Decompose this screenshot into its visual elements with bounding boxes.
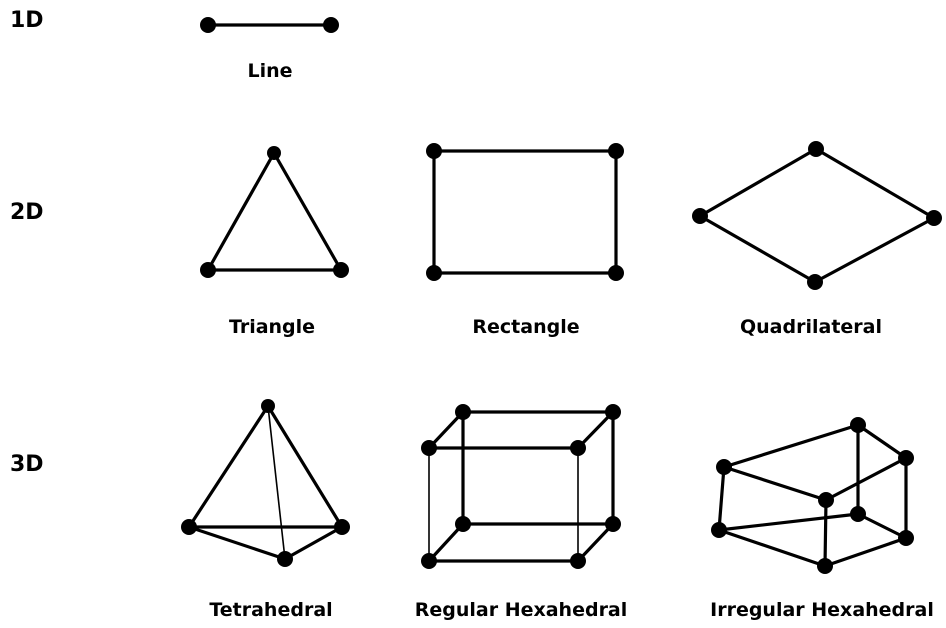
tetrahedral-element bbox=[181, 399, 350, 567]
rectangle-element bbox=[426, 143, 624, 281]
rectangle-label: Rectangle bbox=[472, 316, 580, 338]
quadrilateral-element bbox=[692, 141, 942, 290]
triangle-element bbox=[200, 146, 349, 278]
line-label: Line bbox=[247, 60, 293, 82]
row-label-2d: 2D bbox=[10, 200, 44, 225]
irregular-hexahedral-element bbox=[711, 417, 914, 574]
triangle-label: Triangle bbox=[228, 316, 316, 338]
row-label-3d: 3D bbox=[10, 452, 44, 477]
regular-hexahedral-element bbox=[421, 404, 621, 569]
row-label-1d: 1D bbox=[10, 8, 44, 33]
tetrahedral-label: Tetrahedral bbox=[209, 599, 333, 621]
irregular-hexahedral-label: Irregular Hexahedral bbox=[710, 599, 934, 621]
quadrilateral-label: Quadrilateral bbox=[740, 316, 882, 338]
line-element bbox=[200, 17, 339, 33]
regular-hexahedral-label: Regular Hexahedral bbox=[414, 599, 628, 621]
